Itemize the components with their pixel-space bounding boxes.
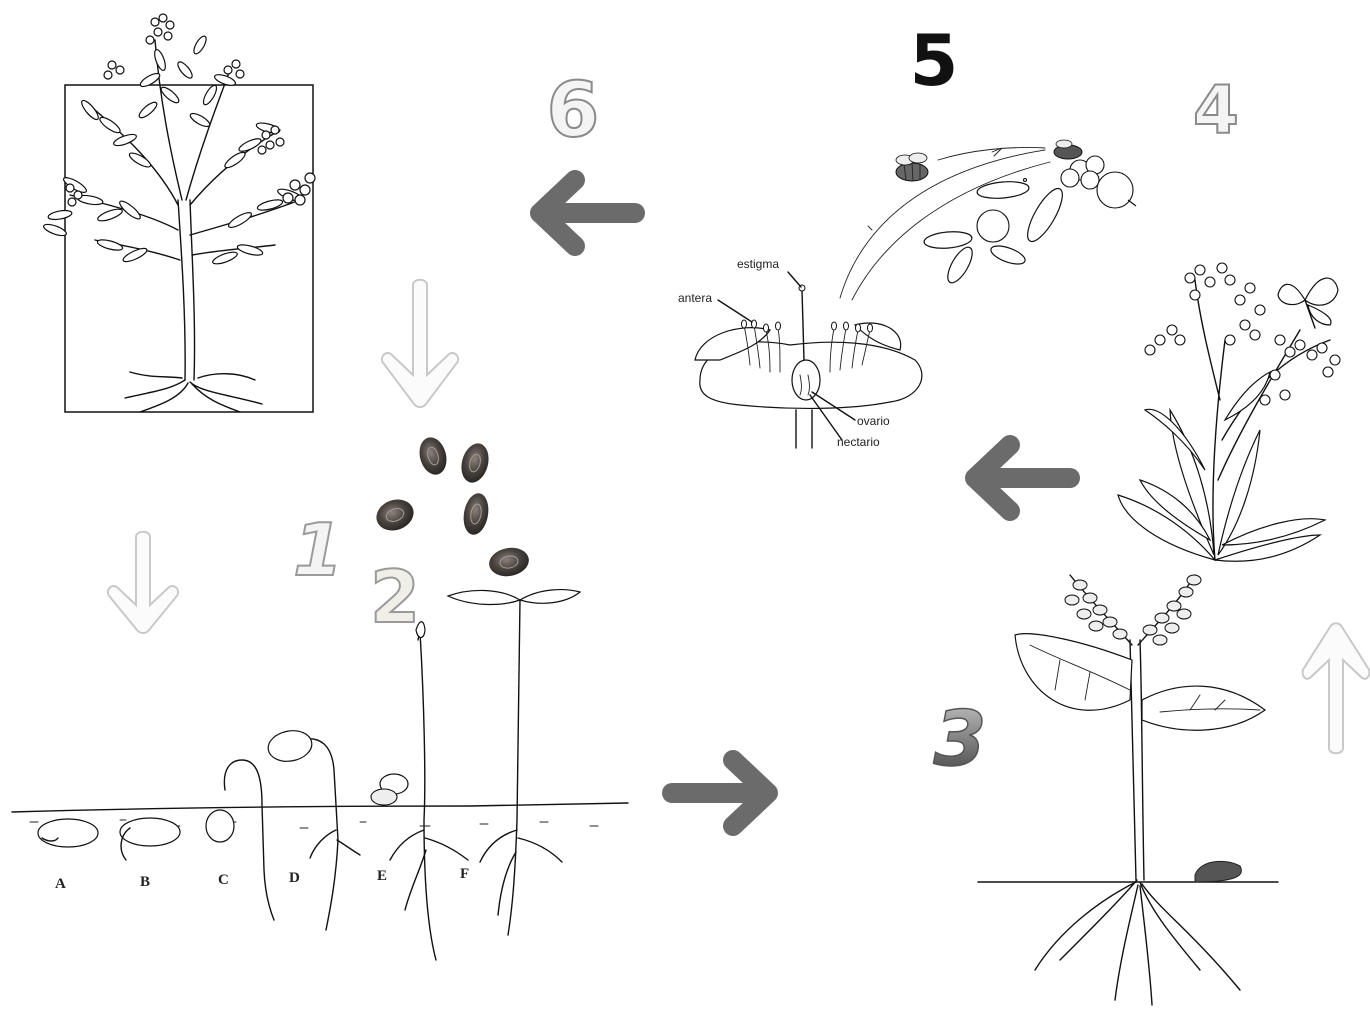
stage-number-3: 3 [934,694,987,783]
label-nectario: nectario [837,435,880,449]
seedling-label-a: A [55,876,66,892]
germination-sequence: A B C D E F [12,590,628,960]
arrow-left-icon [540,180,635,246]
label-antera: antera [678,291,712,305]
stage-number-4: 4 [1193,72,1239,149]
stage-number-6: 6 [547,65,600,154]
label-estigma: estigma [737,257,779,271]
flower-cross-section: estigma antera ovario nectario [678,257,922,449]
arrow-left-icon [975,445,1070,511]
butterfly-icon [1278,278,1338,328]
stage-number-1: 1 [293,508,343,592]
seedling-label-c: C [218,872,229,888]
arrow-down-icon [382,280,458,407]
stage-number-5: 5 [910,20,959,102]
seed [487,545,531,580]
arrow-down-icon [108,532,178,633]
arrow-right-icon [672,760,768,826]
young-plant-illustration [978,575,1278,1005]
bee-icon [896,153,928,181]
flowering-plant-illustration [1118,263,1340,561]
seed [461,491,492,537]
seedling-label-e: E [377,868,387,884]
seed [457,440,492,485]
adult-tree-illustration [42,14,315,412]
pollination-illustration [840,140,1136,300]
seedling-label-d: D [289,870,300,886]
bee-icon [1054,140,1082,159]
seed [416,434,451,477]
label-ovario: ovario [857,414,890,428]
seed [372,494,418,535]
seedling-label-b: B [140,874,150,890]
stage-number-2: 2 [370,555,420,639]
seedling-label-f: F [460,866,469,882]
arrow-up-icon [1303,623,1370,753]
